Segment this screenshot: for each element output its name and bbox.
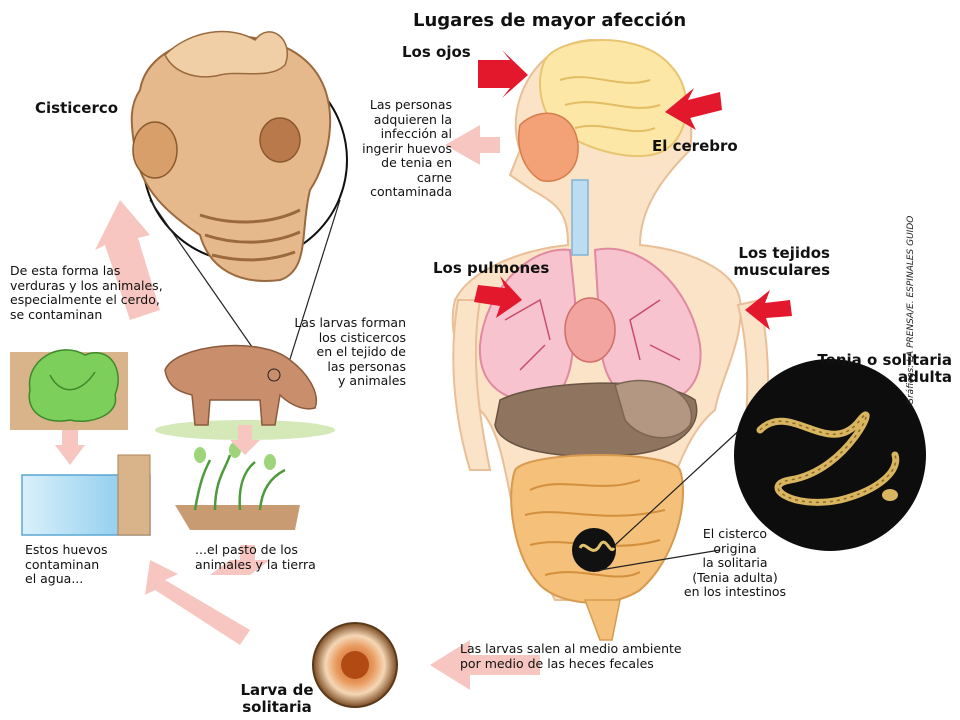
feces-line-2: por medio de las heces fecales: [460, 655, 654, 671]
origin-line-4: (Tenia adulta): [692, 569, 778, 585]
left-lung: [478, 248, 577, 402]
diagram-title: Lugares de mayor afección: [413, 10, 687, 31]
cysticercus-zoom: [130, 30, 348, 381]
adult-worm-line-1: Tenia o solitaria: [817, 351, 952, 369]
label-brain: El cerebro: [652, 137, 738, 155]
label-muscles: Los tejidos musculares: [696, 245, 830, 279]
larvae-cysts-line-1: Las larvas forman: [294, 315, 406, 330]
larva-line-2: solitaria: [242, 698, 312, 716]
water-box: [21, 454, 151, 536]
left-arm: [452, 299, 492, 471]
contamination-line-4: se contaminan: [10, 306, 103, 322]
adult-tapeworm-zoom: [734, 359, 926, 551]
water-line-3: el agua...: [25, 571, 84, 586]
feces-text: Las larvas salen al medio ambiente por m…: [460, 641, 682, 671]
infection-line-7: contaminada: [370, 184, 452, 199]
trachea: [571, 179, 589, 256]
contamination-line-2: verduras y los animales,: [10, 277, 163, 293]
infection-line-1: Las personas: [369, 97, 452, 112]
label-eyes: Los ojos: [402, 43, 471, 61]
larvae-cysts-text: Las larvas forman los cisticercos en el …: [262, 315, 406, 389]
grass-box: [175, 442, 300, 530]
rectum: [583, 599, 621, 641]
larva-egg: [312, 622, 398, 708]
larvae-cysts-line-5: y animales: [338, 373, 406, 388]
nasal-cavity: [518, 112, 579, 182]
water-text: Estos huevos contaminan el agua...: [25, 542, 108, 587]
human-body: [451, 38, 770, 641]
grass-line-2: animales y la tierra: [195, 556, 316, 572]
larvae-cysts-line-2: los cisticercos: [318, 329, 406, 345]
grass-line-1: ...el pasto de los: [195, 542, 298, 557]
infection-line-4: ingerir huevos: [362, 140, 452, 156]
origin-line-3: la solitaria: [702, 555, 768, 570]
origin-line-5: en los intestinos: [683, 584, 787, 599]
adult-worm-line-2: adulta: [898, 368, 952, 386]
label-lungs: Los pulmones: [433, 259, 550, 277]
water-line-1: Estos huevos: [25, 542, 108, 557]
grass-text: ...el pasto de los animales y la tierra: [195, 542, 316, 572]
stomach: [614, 379, 693, 439]
infection-text: Las personas adquieren la infección al i…: [318, 97, 452, 200]
contamination-line-3: especialmente el cerdo,: [10, 292, 160, 307]
graphic-credit: Gráficos: LA PRENSA/E. ESPINALES GUIDO: [906, 215, 916, 405]
feces-line-1: Las larvas salen al medio ambiente: [460, 641, 682, 656]
infection-line-3: infección al: [380, 126, 452, 141]
cycle-arrows: [55, 125, 540, 690]
origin-text: El cisterco origina la solitaria (Tenia …: [675, 526, 795, 600]
origin-line-1: El cisterco: [702, 526, 768, 541]
heart: [564, 297, 616, 363]
larvae-cysts-line-4: las personas: [327, 358, 406, 374]
infection-line-6: carne: [416, 169, 452, 185]
red-arrows: [474, 50, 792, 330]
contamination-line-1: De esta forma las: [10, 263, 121, 278]
infection-line-2: adquieren la: [373, 111, 452, 127]
larva-line-1: Larva de: [240, 681, 314, 699]
origin-line-2: origina: [713, 540, 757, 556]
label-muscles-line-1: Los tejidos: [738, 244, 830, 262]
contamination-text: De esta forma las verduras y los animale…: [10, 263, 163, 322]
adult-worm-label: Tenia o solitaria adulta: [760, 352, 952, 386]
water-line-2: contaminan: [25, 556, 100, 572]
right-lung: [593, 247, 702, 404]
lettuce-box: [10, 349, 128, 430]
larvae-cysts-line-3: en el tejido de: [316, 344, 406, 359]
infection-line-5: de tenia en: [381, 155, 452, 170]
larva-label: Larva de solitaria: [222, 682, 332, 716]
label-muscles-line-2: musculares: [733, 261, 830, 279]
label-cysticercus: Cisticerco: [35, 99, 119, 117]
